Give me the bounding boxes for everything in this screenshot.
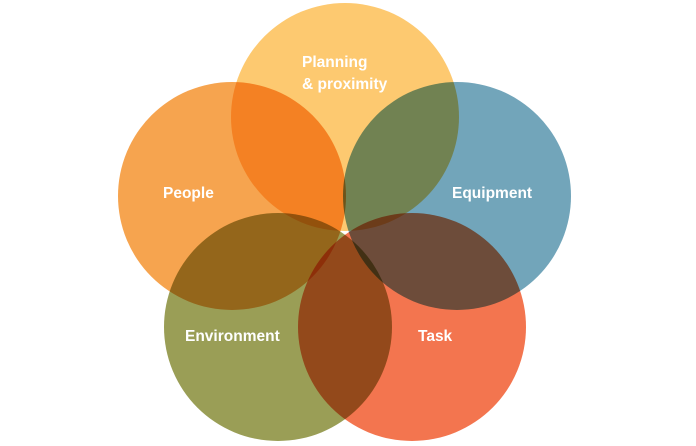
circle-planning [231,3,459,231]
environment-label: Environment [185,328,280,345]
people-label: People [163,185,214,202]
equipment-label: Equipment [452,185,533,202]
planning-label-line1: Planning [302,54,368,71]
planning-label: Planning & proximity [302,52,387,96]
task-label: Task [418,328,453,345]
planning-label-line2: & proximity [302,76,388,93]
